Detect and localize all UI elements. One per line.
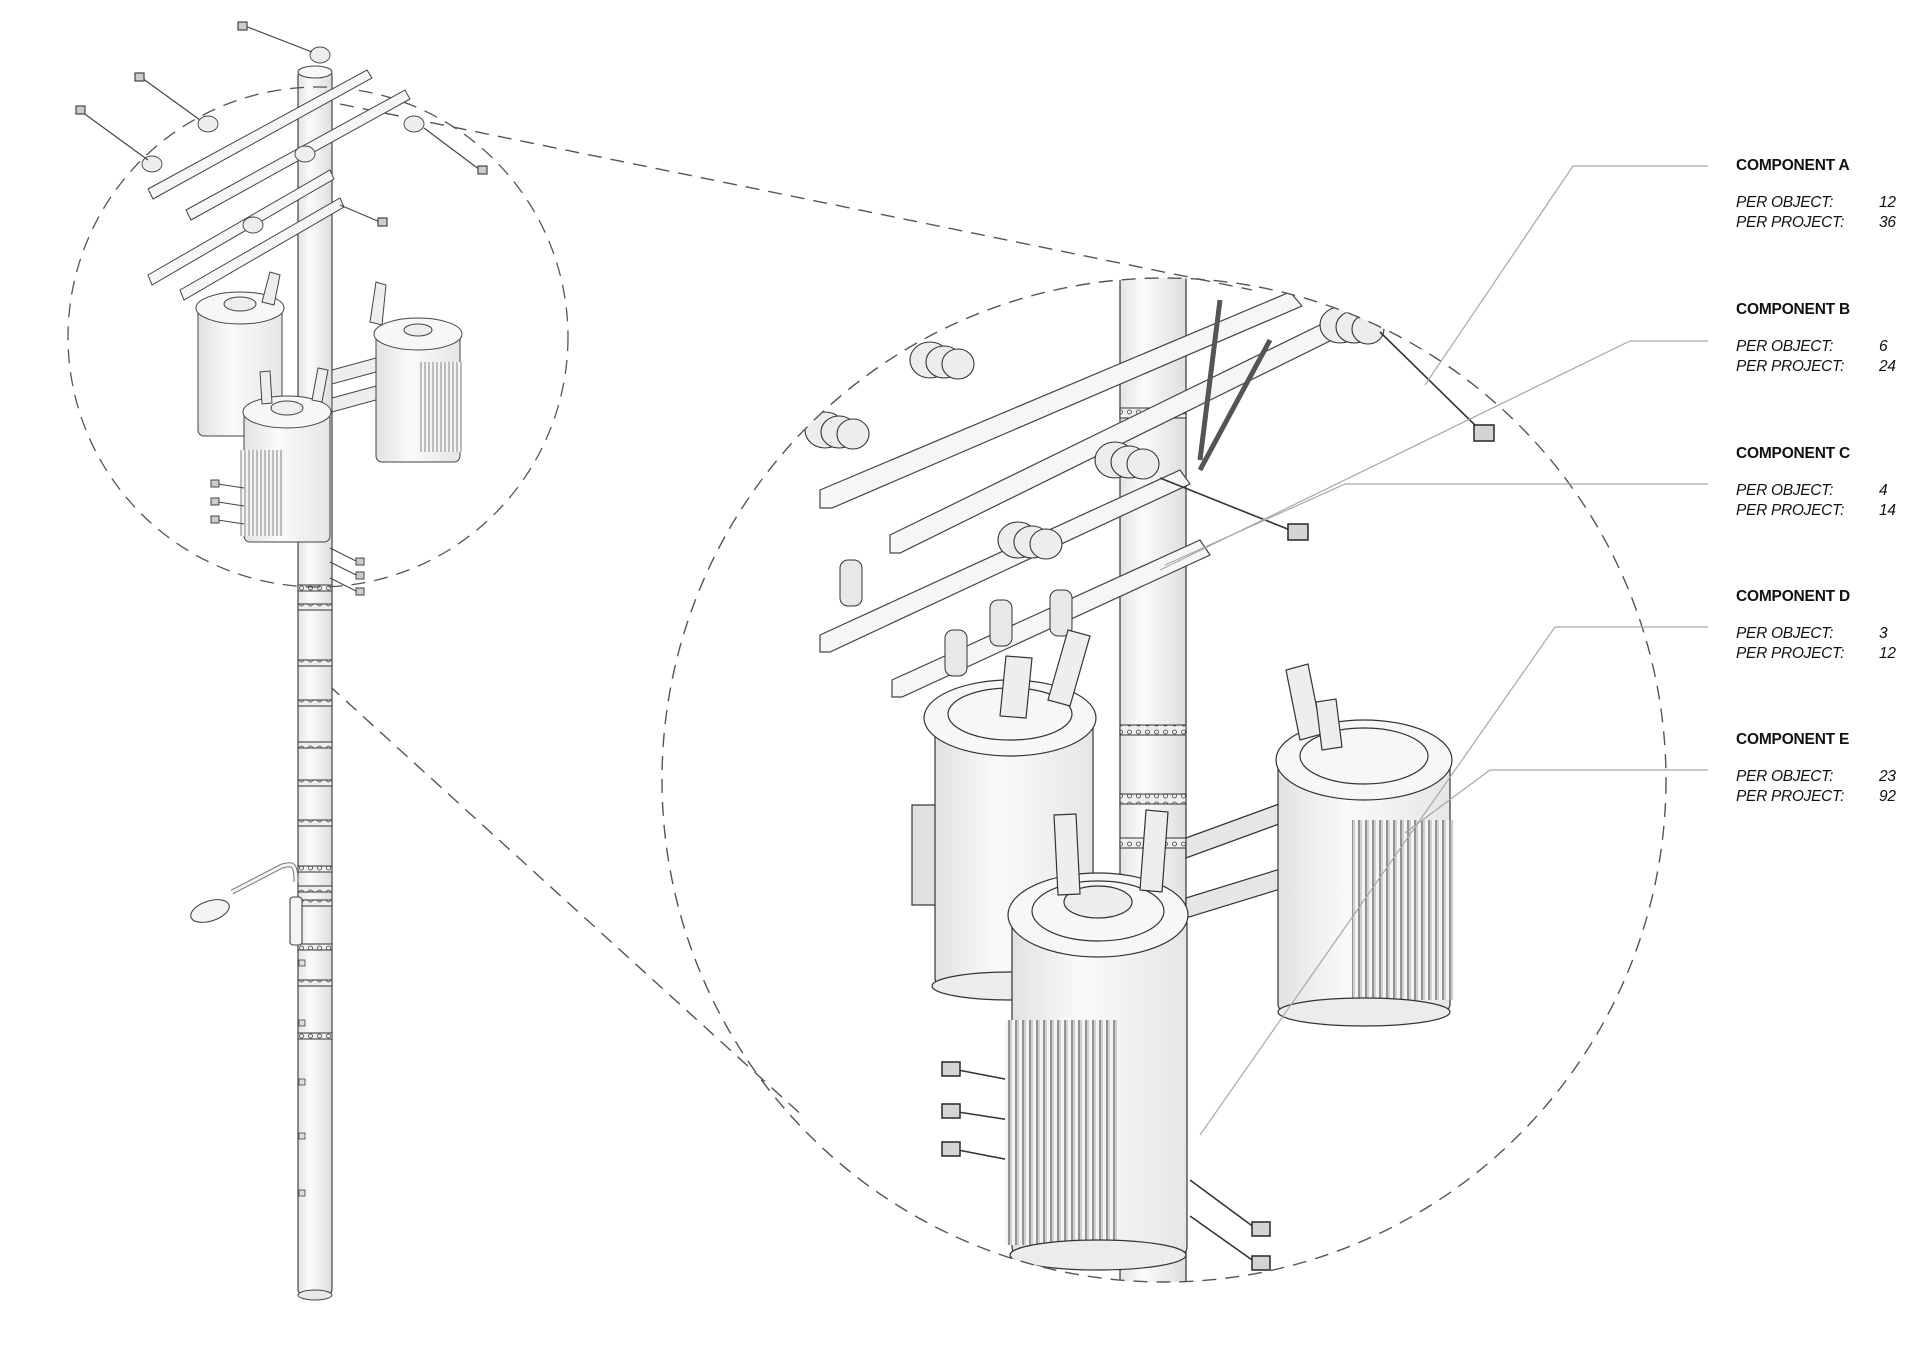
component-title: COMPONENT B — [1736, 301, 1851, 318]
leader-line-component-c — [1164, 483, 1708, 566]
per-object-row: PER OBJECT: 12 — [1736, 194, 1916, 214]
per-project-label: PER PROJECT: — [1736, 358, 1845, 375]
leader-line-component-d — [1199, 626, 1708, 1136]
leader-line-component-e — [1404, 769, 1708, 834]
per-project-label: PER PROJECT: — [1736, 214, 1845, 231]
per-object-row: PER OBJECT: 4 — [1736, 482, 1916, 502]
per-object-value: 4 — [1879, 482, 1888, 499]
per-object-label: PER OBJECT: — [1736, 482, 1834, 499]
legend-component-e: COMPONENT E PER OBJECT: 23 PER PROJECT: 92 — [1736, 731, 1916, 808]
per-project-label: PER PROJECT: — [1736, 645, 1845, 662]
projection-lines — [311, 103, 1253, 1119]
per-object-label: PER OBJECT: — [1736, 194, 1834, 211]
overview-detail-circle — [67, 21, 569, 596]
detail-insulators — [804, 306, 1385, 560]
overview-secondary-connectors — [210, 479, 365, 596]
legend-component-b: COMPONENT B PER OBJECT: 6 PER PROJECT: 24 — [1736, 301, 1916, 378]
per-object-label: PER OBJECT: — [1736, 338, 1834, 355]
legend-component-d: COMPONENT D PER OBJECT: 3 PER PROJECT: 12 — [1736, 588, 1916, 665]
legend-component-a: COMPONENT A PER OBJECT: 12 PER PROJECT: 36 — [1736, 157, 1916, 234]
overview-transformer-right — [331, 281, 463, 463]
per-project-value: 14 — [1879, 502, 1896, 519]
detail-cables — [941, 331, 1495, 1271]
detail-cutouts — [839, 559, 1073, 677]
per-object-value: 23 — [1879, 768, 1896, 785]
per-object-row: PER OBJECT: 6 — [1736, 338, 1916, 358]
per-project-row: PER PROJECT: 92 — [1736, 788, 1916, 808]
projection-line-lower — [311, 669, 806, 1119]
component-title: COMPONENT A — [1736, 157, 1850, 174]
pole-shaft — [297, 69, 333, 1296]
per-project-value: 24 — [1879, 358, 1896, 375]
per-object-row: PER OBJECT: 3 — [1736, 625, 1916, 645]
leader-line-component-b — [1159, 340, 1708, 571]
overview-cables — [75, 21, 488, 227]
per-project-row: PER PROJECT: 12 — [1736, 645, 1916, 665]
overview-transformer-front — [240, 367, 332, 543]
per-project-label: PER PROJECT: — [1736, 788, 1845, 805]
per-project-value: 36 — [1879, 214, 1896, 231]
per-object-row: PER OBJECT: 23 — [1736, 768, 1916, 788]
per-project-value: 12 — [1879, 645, 1896, 662]
per-object-label: PER OBJECT: — [1736, 768, 1834, 785]
legend-component-c: COMPONENT C PER OBJECT: 4 PER PROJECT: 14 — [1736, 445, 1916, 522]
detail-braces — [1197, 299, 1273, 472]
leader-lines — [1159, 165, 1708, 1136]
component-title: COMPONENT D — [1736, 588, 1851, 605]
per-object-label: PER OBJECT: — [1736, 625, 1834, 642]
component-title: COMPONENT C — [1736, 445, 1851, 462]
per-project-value: 92 — [1879, 788, 1896, 805]
pole-bands — [297, 584, 333, 1040]
overview-insulators — [141, 46, 425, 234]
enlarged-detail-circle — [661, 277, 1667, 1283]
enlarged-circle-outline — [661, 277, 1667, 1283]
step-bolts — [298, 959, 306, 1197]
per-project-row: PER PROJECT: 14 — [1736, 502, 1916, 522]
overview-circle-outline — [67, 86, 569, 588]
detail-transformer-front — [1005, 809, 1189, 1271]
detail-transformer-right — [1185, 663, 1454, 1027]
component-title: COMPONENT E — [1736, 731, 1850, 748]
per-object-value: 12 — [1879, 194, 1896, 211]
per-object-value: 3 — [1879, 625, 1888, 642]
projection-line-upper — [339, 103, 1253, 291]
per-project-row: PER PROJECT: 24 — [1736, 358, 1916, 378]
per-object-value: 6 — [1879, 338, 1888, 355]
per-project-row: PER PROJECT: 36 — [1736, 214, 1916, 234]
leader-line-component-a — [1424, 165, 1708, 386]
per-project-label: PER PROJECT: — [1736, 502, 1845, 519]
streetlight — [190, 862, 303, 946]
overview-crossarms — [147, 69, 411, 301]
